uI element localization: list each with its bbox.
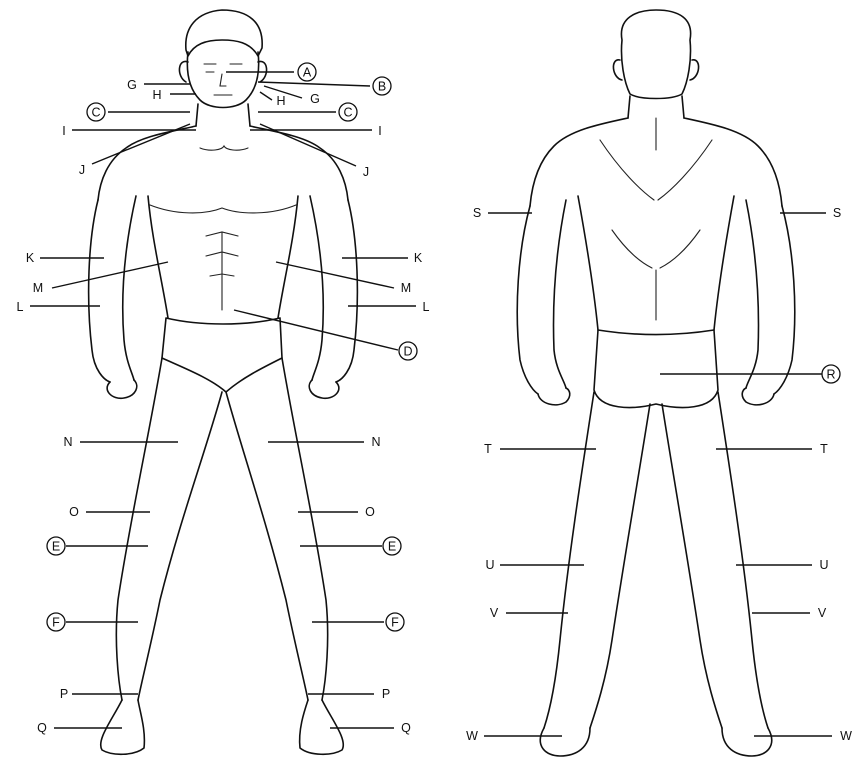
label-j-left: J — [79, 163, 85, 177]
label-u-left: U — [485, 558, 494, 572]
label-q-right: Q — [401, 721, 411, 735]
back-leader-lines — [484, 213, 832, 736]
front-figure — [89, 10, 358, 754]
label-u-right: U — [819, 558, 828, 572]
label-i-right: I — [378, 124, 381, 138]
label-w-left: W — [466, 729, 478, 743]
label-k-left: K — [26, 251, 35, 265]
label-o-right: O — [365, 505, 375, 519]
label-o-left: O — [69, 505, 79, 519]
label-p-left: P — [60, 687, 68, 701]
label-n-right: N — [371, 435, 380, 449]
label-l-right: L — [423, 300, 430, 314]
label-k-right: K — [414, 251, 423, 265]
label-t-left: T — [484, 442, 492, 456]
label-c-left: C — [91, 106, 100, 120]
label-a: A — [303, 66, 312, 80]
label-f-right: F — [391, 616, 399, 630]
back-figure — [517, 10, 795, 756]
label-g-right: G — [310, 92, 320, 106]
front-leader-lines — [30, 72, 416, 728]
label-g-left: G — [127, 78, 137, 92]
label-e-right: E — [388, 540, 396, 554]
label-j-right: J — [363, 165, 369, 179]
label-s-right: S — [833, 206, 841, 220]
label-r: R — [826, 368, 835, 382]
label-w-right: W — [840, 729, 852, 743]
label-m-left: M — [33, 281, 43, 295]
front-labels: A B C C D E E F F G G H H I I J J K K L … — [17, 63, 430, 735]
label-e-left: E — [52, 540, 60, 554]
label-q-left: Q — [37, 721, 47, 735]
label-i-left: I — [62, 124, 65, 138]
label-v-left: V — [490, 606, 499, 620]
label-l-left: L — [17, 300, 24, 314]
label-t-right: T — [820, 442, 828, 456]
label-h-right: H — [276, 94, 285, 108]
label-f-left: F — [52, 616, 60, 630]
label-m-right: M — [401, 281, 411, 295]
label-c-right: C — [343, 106, 352, 120]
label-b: B — [378, 80, 386, 94]
label-s-left: S — [473, 206, 481, 220]
label-n-left: N — [63, 435, 72, 449]
label-d: D — [403, 345, 412, 359]
label-h-left: H — [152, 88, 161, 102]
label-v-right: V — [818, 606, 827, 620]
label-p-right: P — [382, 687, 390, 701]
